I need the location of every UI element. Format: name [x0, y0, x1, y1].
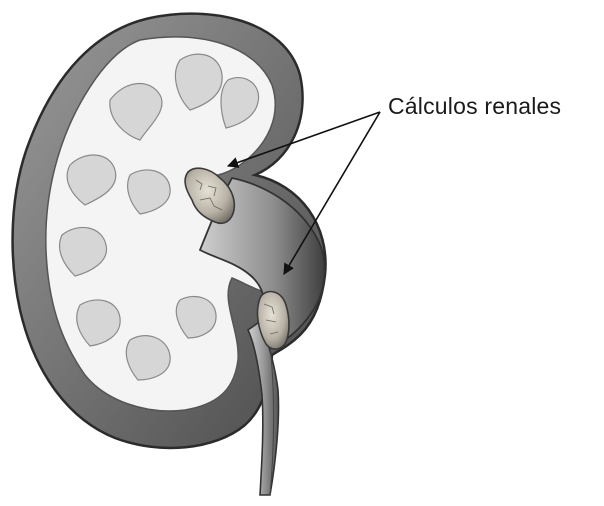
arrow-lower [284, 112, 380, 274]
callout-label: Cálculos renales [388, 93, 561, 120]
